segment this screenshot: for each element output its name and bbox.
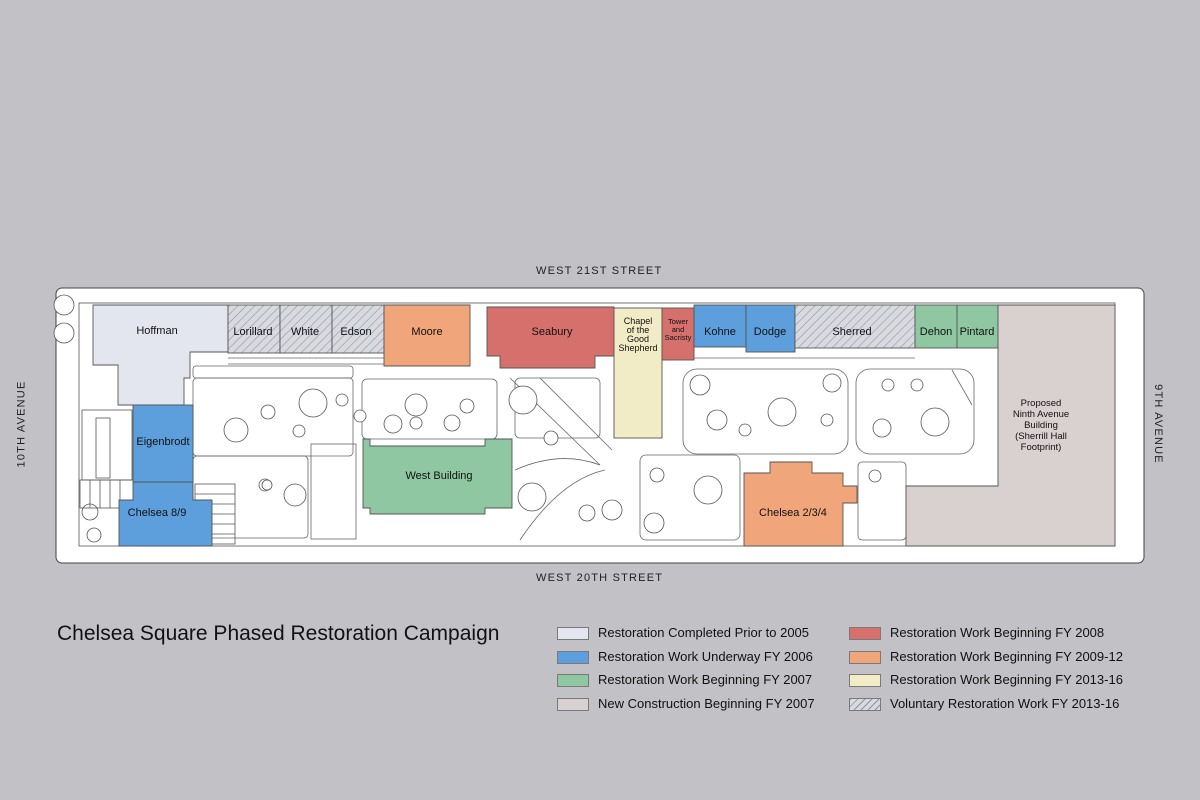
label-chapel-2: of the	[627, 325, 650, 335]
label-tower-1: Tower	[668, 317, 689, 326]
label-chapel-4: Shepherd	[618, 343, 657, 353]
label-proposed-5: Footprint)	[1021, 442, 1062, 453]
building-edson	[331, 304, 385, 354]
legend-swatch	[557, 627, 589, 640]
label-kohne: Kohne	[704, 326, 736, 338]
label-eigenbrodt: Eigenbrodt	[136, 436, 189, 448]
label-dodge: Dodge	[754, 326, 786, 338]
label-moore: Moore	[411, 326, 442, 338]
legend-swatch	[849, 627, 881, 640]
label-chelsea89: Chelsea 8/9	[128, 507, 187, 519]
label-pintard: Pintard	[960, 326, 995, 338]
building-chelsea89	[118, 481, 213, 547]
label-chapel-3: Good	[627, 334, 649, 344]
label-proposed-2: Ninth Avenue	[1013, 409, 1069, 420]
label-edson: Edson	[340, 326, 371, 338]
building-lorillard	[227, 304, 281, 354]
legend-swatch	[849, 650, 881, 664]
grounds	[192, 357, 975, 541]
legend-swatch	[849, 674, 881, 687]
label-white: White	[291, 326, 319, 338]
trees	[53, 294, 950, 543]
label-west-building: West Building	[405, 470, 472, 482]
label-sherred: Sherred	[832, 326, 871, 338]
building-moore	[383, 304, 471, 367]
label-chelsea234: Chelsea 2/3/4	[759, 507, 827, 519]
street-label-north: WEST 21ST STREET	[536, 265, 663, 277]
legend-swatch	[557, 674, 589, 687]
page-title: Chelsea Square Phased Restoration Campai…	[57, 622, 500, 645]
building-chapel	[613, 307, 663, 439]
legend-swatch	[849, 697, 881, 711]
building-kohne	[693, 304, 747, 348]
legend-swatch	[557, 650, 589, 664]
label-seabury: Seabury	[532, 326, 573, 338]
label-proposed-4: (Sherrill Hall	[1015, 431, 1067, 442]
building-dehon	[914, 304, 958, 349]
label-tower-2: and	[672, 325, 685, 334]
building-proposed	[905, 304, 1116, 547]
legend-swatch	[557, 697, 589, 711]
label-dehon: Dehon	[920, 326, 952, 338]
building-tower	[661, 307, 695, 361]
building-eigenbrodt	[132, 404, 194, 483]
label-chapel-1: Chapel	[624, 316, 653, 326]
label-hoffman: Hoffman	[136, 325, 177, 337]
building-west	[362, 438, 513, 515]
street-label-south: WEST 20TH STREET	[536, 572, 664, 584]
label-proposed-1: Proposed	[1021, 398, 1062, 409]
label-lorillard: Lorillard	[233, 326, 272, 338]
building-dodge	[745, 304, 796, 353]
label-proposed-3: Building	[1024, 420, 1058, 431]
building-chelsea234	[743, 461, 858, 547]
label-tower-3: Sacristy	[665, 333, 692, 342]
